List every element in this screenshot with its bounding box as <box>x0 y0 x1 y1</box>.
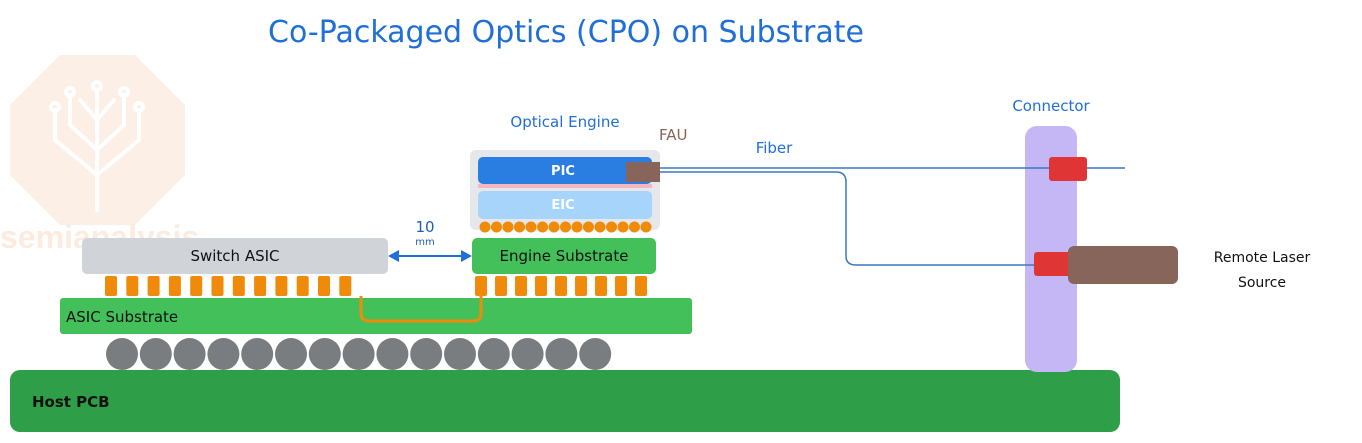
microbump <box>640 221 652 233</box>
microbump <box>583 221 594 233</box>
bump <box>190 276 203 296</box>
substrate-trace <box>359 296 483 323</box>
solder-ball <box>579 338 612 370</box>
microbump <box>560 221 571 233</box>
host-pcb-label: Host PCB <box>32 393 110 411</box>
solder-ball <box>207 338 240 370</box>
connector-label: Connector <box>1012 97 1090 115</box>
bump <box>318 276 330 296</box>
bga-solder-balls <box>106 338 612 370</box>
bump <box>615 276 627 296</box>
solder-ball <box>308 338 341 370</box>
watermark-octagon <box>10 55 185 225</box>
pic-eic-interface <box>478 184 652 188</box>
asic-substrate-label: ASIC Substrate <box>66 308 178 326</box>
distance-unit: mm <box>415 237 434 248</box>
bump <box>475 276 487 296</box>
distance-arrow <box>388 250 472 262</box>
bump <box>535 276 547 296</box>
engine-substrate-bumps <box>475 276 647 296</box>
bump <box>254 276 267 296</box>
eic-die <box>478 191 652 219</box>
bump <box>275 276 288 296</box>
bump <box>515 276 527 296</box>
solder-ball <box>477 338 510 370</box>
engine-substrate-label: Engine Substrate <box>500 247 629 265</box>
bump <box>595 276 607 296</box>
bump <box>575 276 587 296</box>
circuit-tree-icon <box>49 80 145 212</box>
switch-asic-label: Switch ASIC <box>190 247 279 265</box>
microbump <box>548 221 560 233</box>
bump <box>126 276 139 296</box>
connector-port-laser <box>1034 252 1072 276</box>
watermark-logo <box>10 55 185 225</box>
solder-ball <box>139 338 172 370</box>
microbump <box>514 221 525 233</box>
microbump <box>606 221 617 233</box>
engine-substrate <box>472 238 656 274</box>
page-title: Co-Packaged Optics (CPO) on Substrate <box>268 15 864 50</box>
bump <box>495 276 507 296</box>
solder-ball <box>410 338 443 370</box>
bump <box>339 276 352 296</box>
solder-ball <box>275 338 307 370</box>
remote-laser-source <box>1068 246 1178 284</box>
bump <box>296 276 309 296</box>
optical-engine-label: Optical Engine <box>510 113 619 131</box>
fiber-label: Fiber <box>756 139 793 157</box>
eic-label: EIC <box>551 198 574 213</box>
bump <box>168 276 181 296</box>
solder-ball <box>241 338 274 370</box>
microbump <box>479 221 491 233</box>
connector <box>1025 126 1077 372</box>
microbump <box>537 221 548 233</box>
distance-value: 10 <box>415 218 434 236</box>
microbump <box>525 221 537 233</box>
solder-ball <box>173 338 206 370</box>
switch-asic <box>82 238 388 274</box>
solder-ball <box>342 338 375 370</box>
remote-laser-label-line2: Source <box>1238 275 1286 291</box>
bump <box>635 276 647 296</box>
pic-label: PIC <box>551 164 575 179</box>
bump <box>211 276 224 296</box>
fau-block <box>626 162 660 182</box>
fiber-laser-line <box>660 171 1040 266</box>
microbump <box>629 221 640 233</box>
microbump <box>617 221 629 233</box>
solder-ball <box>106 338 138 370</box>
solder-ball <box>511 338 544 370</box>
microbump <box>491 221 502 233</box>
microbump <box>502 221 514 233</box>
eic-microbumps <box>479 221 652 233</box>
bump <box>232 276 245 296</box>
microbump <box>594 221 606 233</box>
solder-ball <box>545 338 578 370</box>
fau-label: FAU <box>659 126 688 144</box>
solder-ball <box>444 338 476 370</box>
switch-asic-bumps <box>105 276 352 296</box>
connector-port-data <box>1049 157 1087 181</box>
solder-ball <box>376 338 409 370</box>
bump <box>147 276 160 296</box>
remote-laser-label-line1: Remote Laser <box>1214 250 1311 266</box>
bump <box>105 276 117 296</box>
host-pcb <box>10 370 1120 432</box>
microbump <box>571 221 583 233</box>
bump <box>555 276 567 296</box>
asic-substrate <box>60 298 692 334</box>
pic-die <box>478 157 652 184</box>
